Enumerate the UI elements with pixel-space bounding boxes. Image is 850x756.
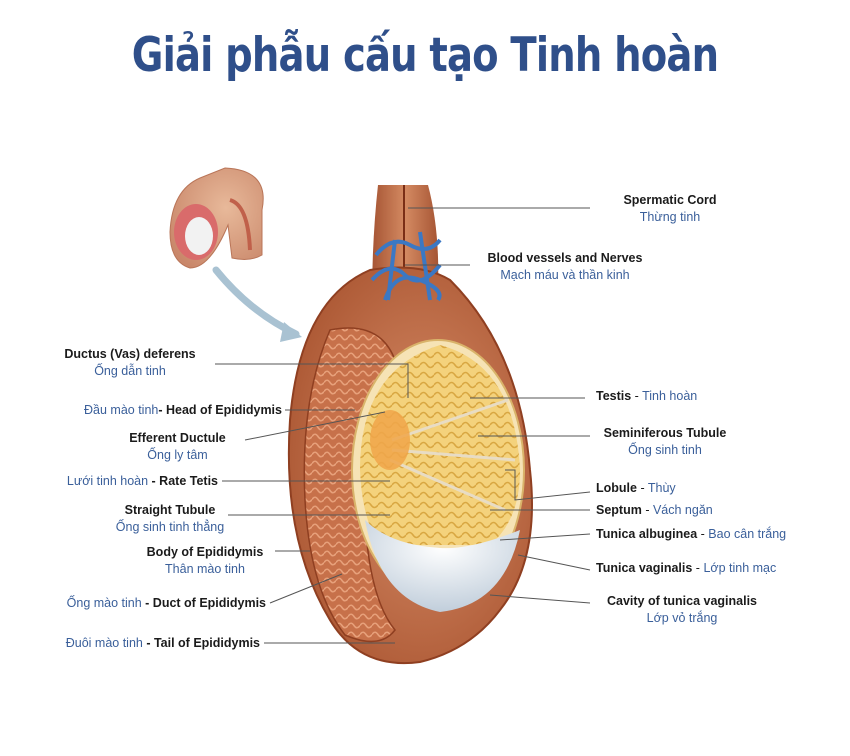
label-efferent-ductule: Efferent Ductule Ống ly tâm: [115, 430, 240, 464]
label-rate-tetis: Lưới tinh hoàn - Rate Tetis: [20, 473, 218, 490]
label-rate-tetis-vi: Lưới tinh hoàn: [66, 474, 149, 488]
label-efferent-ductule-vi: Ống ly tâm: [147, 448, 208, 462]
label-straight-tubule-en: Straight Tubule: [124, 503, 216, 517]
label-testis: Testis - Tinh hoàn: [596, 388, 697, 405]
label-septum-sep: -: [641, 503, 653, 517]
septa: [389, 398, 516, 512]
label-seminiferous-tubule-vi: Ống sinh tinh: [628, 443, 702, 457]
leader-ductus-deferens: [215, 363, 409, 398]
label-tunica-vaginalis-sep: -: [692, 561, 704, 575]
label-head-epididymis: Đầu mào tinh- Head of Epididymis: [20, 402, 282, 419]
label-body-epididymis-vi: Thân mào tinh: [165, 562, 245, 576]
leader-lines: [215, 207, 591, 644]
leader-duct-epididymis: [269, 573, 343, 604]
label-efferent-ductule-en: Efferent Ductule: [129, 431, 226, 445]
label-spermatic-cord: Spermatic Cord Thừng tinh: [600, 192, 740, 226]
label-spermatic-cord-vi: Thừng tinh: [639, 210, 701, 224]
label-tail-epididymis-en: - Tail of Epididymis: [142, 636, 260, 650]
label-seminiferous-tubule: Seminiferous Tubule Ống sinh tinh: [590, 425, 740, 459]
label-lobule-sep: -: [636, 481, 648, 495]
label-spermatic-cord-en: Spermatic Cord: [623, 193, 717, 207]
label-seminiferous-tubule-en: Seminiferous Tubule: [603, 426, 727, 440]
label-cavity-tunica-vi: Lớp vỏ trắng: [646, 611, 718, 625]
label-duct-epididymis-vi: Ống mào tinh: [66, 596, 142, 610]
label-blood-vessels-en: Blood vessels and Nerves: [487, 251, 643, 265]
leader-tunica-vaginalis: [517, 554, 591, 571]
label-tail-epididymis-vi: Đuôi mào tinh: [65, 636, 143, 650]
label-testis-en: Testis: [596, 389, 632, 403]
leader-cavity-tunica: [489, 594, 591, 604]
label-straight-tubule-vi: Ống sinh tinh thẳng: [115, 520, 225, 534]
label-tunica-vaginalis-vi: Lớp tinh mạc: [703, 561, 777, 575]
seminiferous-tubules: [360, 345, 520, 545]
label-septum-en: Septum: [596, 503, 642, 517]
label-testis-sep: -: [631, 389, 643, 403]
label-lobule-vi: Thùy: [647, 481, 676, 495]
label-tunica-albuginea-vi: Bao cân trắng: [708, 527, 787, 541]
label-head-epididymis-en: - Head of Epididymis: [158, 403, 282, 417]
label-tunica-albuginea: Tunica albuginea - Bao cân trắng: [596, 526, 786, 543]
label-head-epididymis-vi: Đầu mào tinh: [84, 403, 159, 417]
label-cavity-tunica: Cavity of tunica vaginalis Lớp vỏ trắng: [592, 593, 772, 627]
cavity-tunica-vaginalis-shape: [365, 520, 520, 612]
label-duct-epididymis-en: - Duct of Epididymis: [141, 596, 266, 610]
label-duct-epididymis: Ống mào tinh - Duct of Epididymis: [20, 595, 266, 612]
page-title: Giải phẫu cấu tạo Tinh hoàn: [131, 28, 719, 83]
label-septum-vi: Vách ngăn: [652, 503, 713, 517]
label-straight-tubule: Straight Tubule Ống sinh tinh thẳng: [95, 502, 245, 536]
leader-lobule: [505, 469, 591, 501]
label-tunica-vaginalis-en: Tunica vaginalis: [596, 561, 693, 575]
label-septum: Septum - Vách ngăn: [596, 502, 713, 519]
label-cavity-tunica-en: Cavity of tunica vaginalis: [606, 594, 758, 608]
label-body-epididymis: Body of Epididymis Thân mào tinh: [135, 544, 275, 578]
label-ductus-deferens: Ductus (Vas) deferens Ống dẫn tinh: [45, 346, 215, 380]
inset-arrow-head: [280, 322, 302, 342]
inset-thumbnail: [169, 167, 264, 269]
label-lobule-en: Lobule: [596, 481, 637, 495]
label-ductus-deferens-vi: Ống dẫn tinh: [94, 364, 166, 378]
label-tunica-vaginalis: Tunica vaginalis - Lớp tinh mạc: [596, 560, 776, 577]
label-rate-tetis-en: - Rate Tetis: [148, 474, 218, 488]
label-tail-epididymis: Đuôi mào tinh - Tail of Epididymis: [20, 635, 260, 652]
label-testis-vi: Tinh hoàn: [642, 389, 698, 403]
label-lobule: Lobule - Thùy: [596, 480, 676, 497]
leader-tunica-albuginea: [499, 533, 591, 541]
label-body-epididymis-en: Body of Epididymis: [146, 545, 264, 559]
rete-testis-shape: [370, 410, 410, 470]
label-tunica-albuginea-en: Tunica albuginea: [596, 527, 698, 541]
blood-vessels: [370, 231, 442, 302]
leader-efferent-ductule: [244, 411, 386, 441]
label-tunica-albuginea-sep: -: [697, 527, 709, 541]
label-blood-vessels: Blood vessels and Nerves Mạch máu và thầ…: [470, 250, 660, 284]
label-blood-vessels-vi: Mạch máu và thần kinh: [500, 268, 630, 282]
label-ductus-deferens-en: Ductus (Vas) deferens: [64, 347, 196, 361]
